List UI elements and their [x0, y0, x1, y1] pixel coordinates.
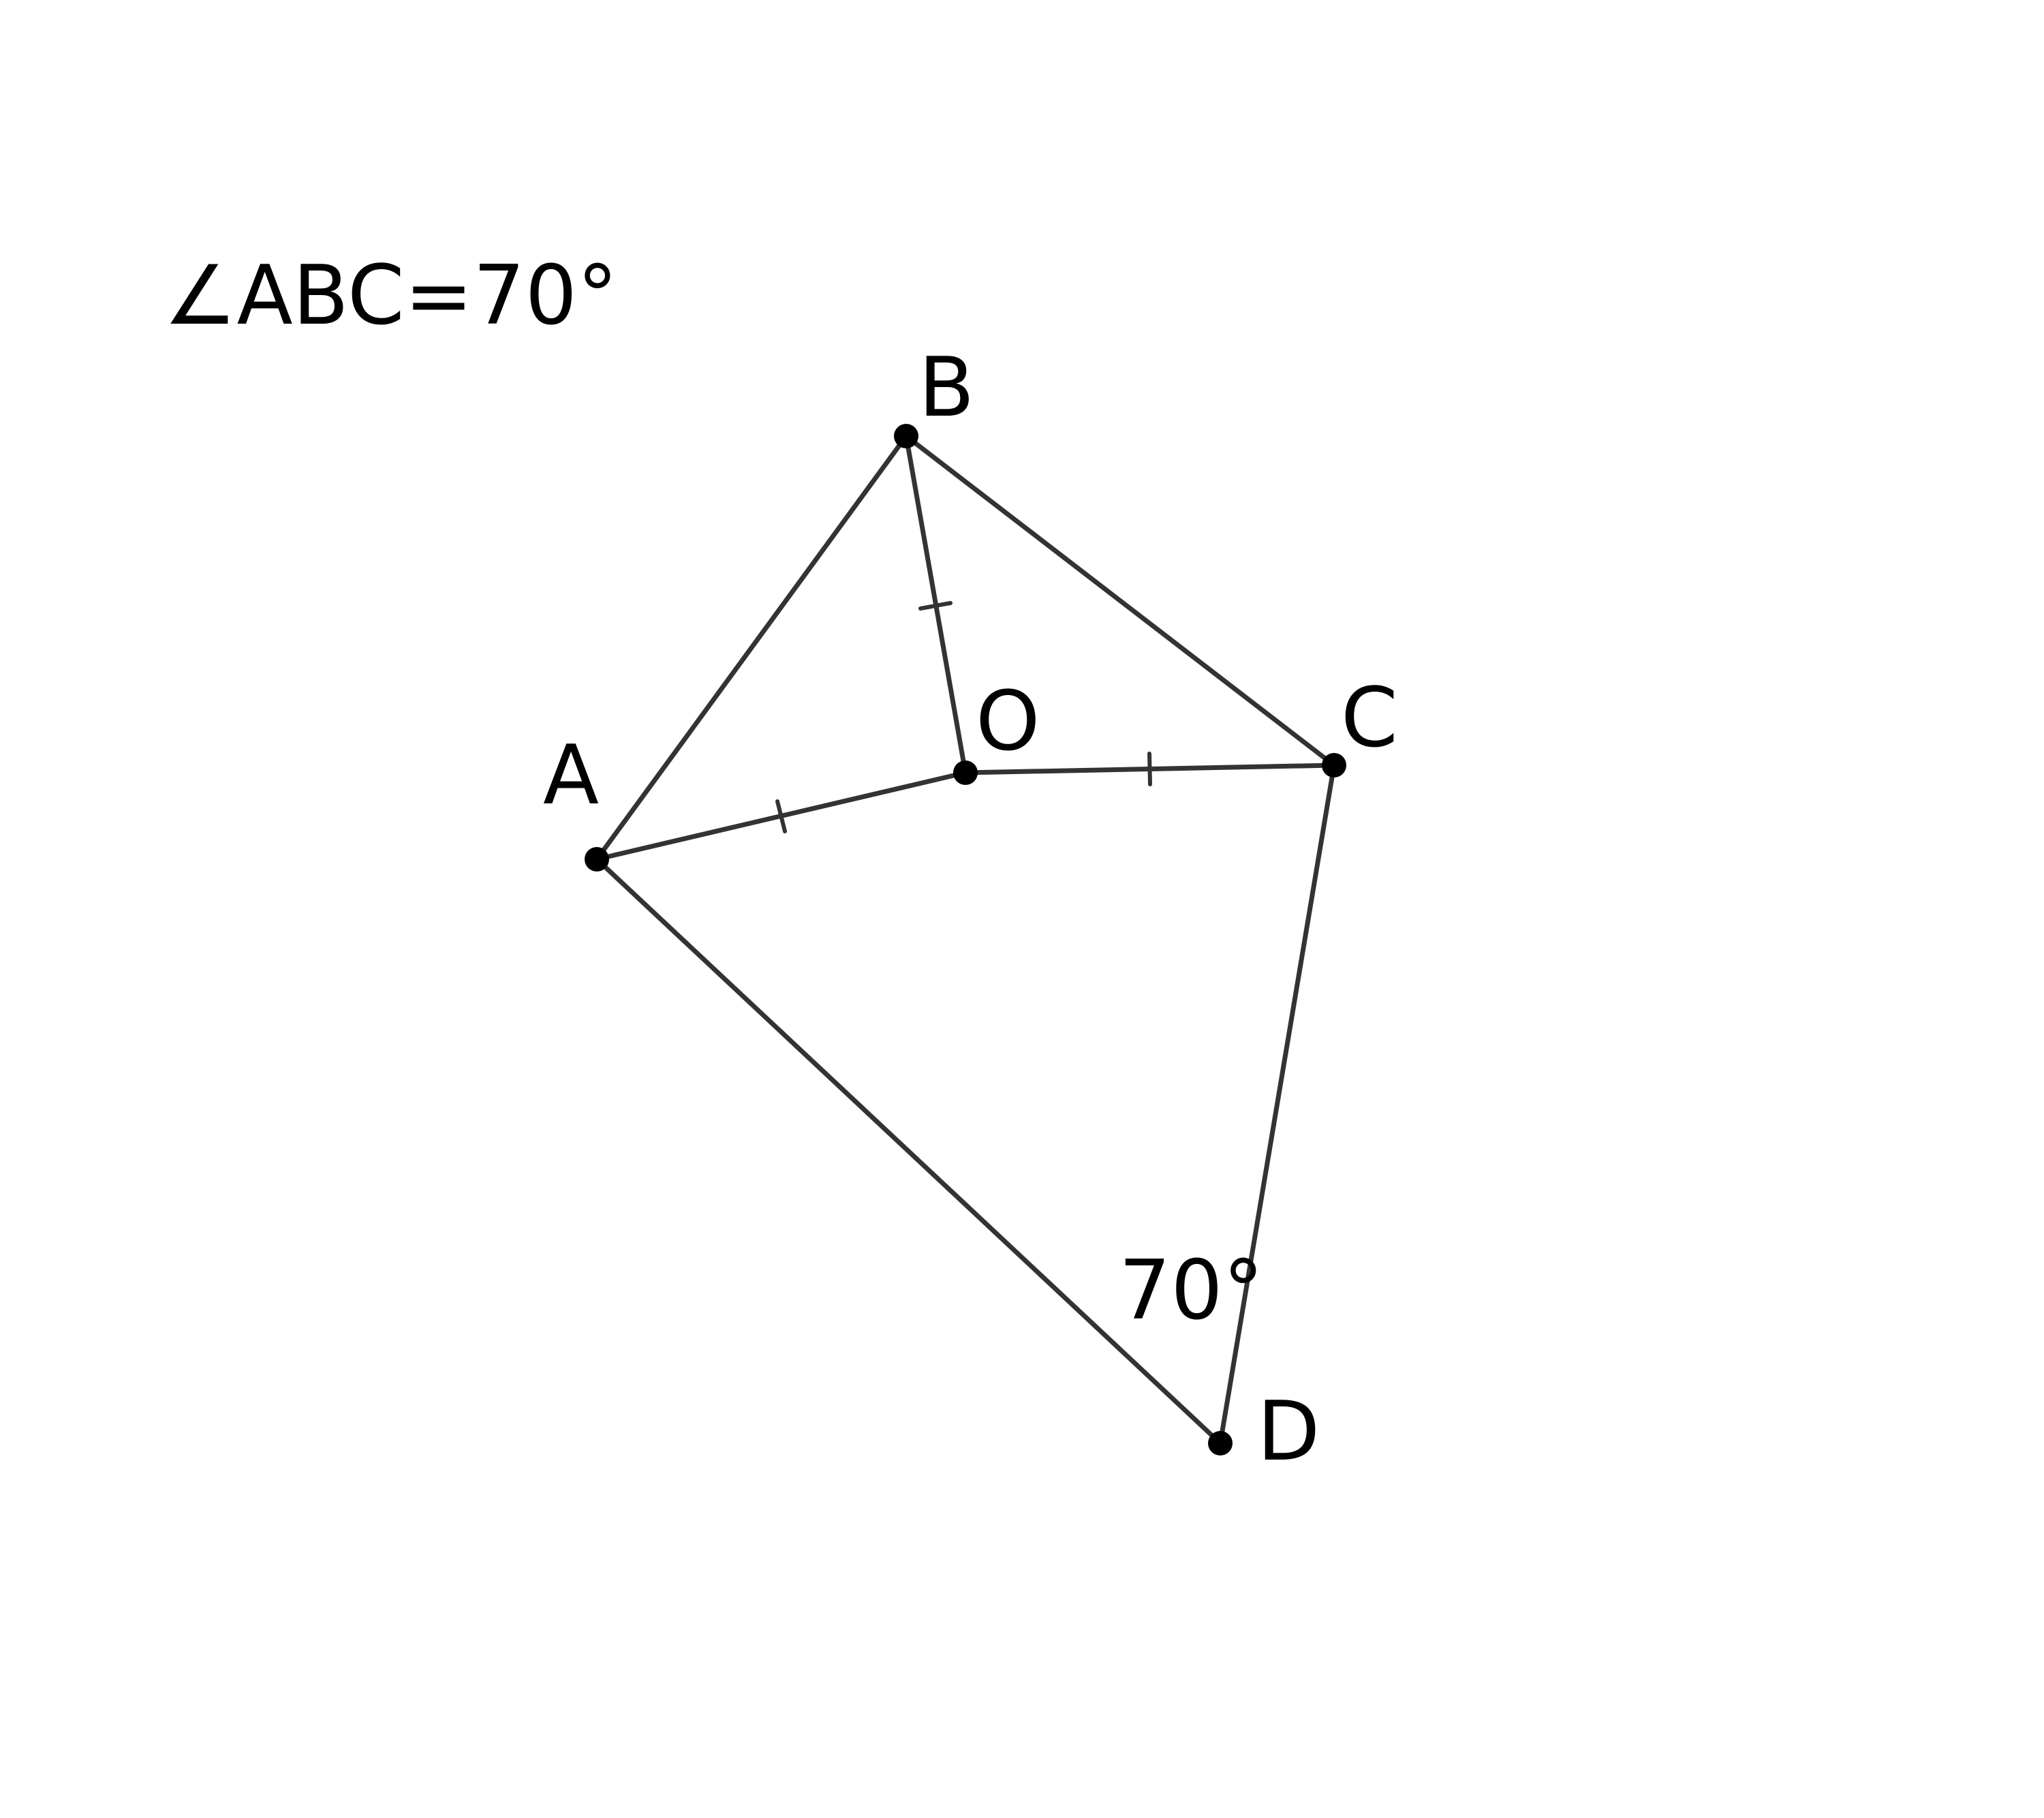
- segment-BC: [903, 433, 1337, 768]
- point-C: [1322, 753, 1346, 777]
- tick-mark-OC: [1147, 752, 1152, 786]
- label-O: O: [976, 675, 1040, 769]
- point-A: [585, 847, 609, 872]
- segment-CD: [1218, 762, 1337, 1446]
- segment-AB: [594, 433, 909, 862]
- point-B: [894, 424, 918, 448]
- tick-mark-BO: [918, 601, 953, 611]
- angle-label-D: 70°: [1119, 1244, 1264, 1338]
- label-A: A: [543, 728, 599, 823]
- label-D: D: [1257, 1385, 1320, 1479]
- segment-AD: [594, 857, 1223, 1446]
- label-C: C: [1341, 671, 1398, 766]
- point-D: [1208, 1431, 1233, 1455]
- tick-mark-AO: [775, 799, 787, 833]
- label-B: B: [918, 341, 974, 435]
- given-condition: ∠ABC=70°: [164, 249, 618, 343]
- point-O: [953, 760, 978, 785]
